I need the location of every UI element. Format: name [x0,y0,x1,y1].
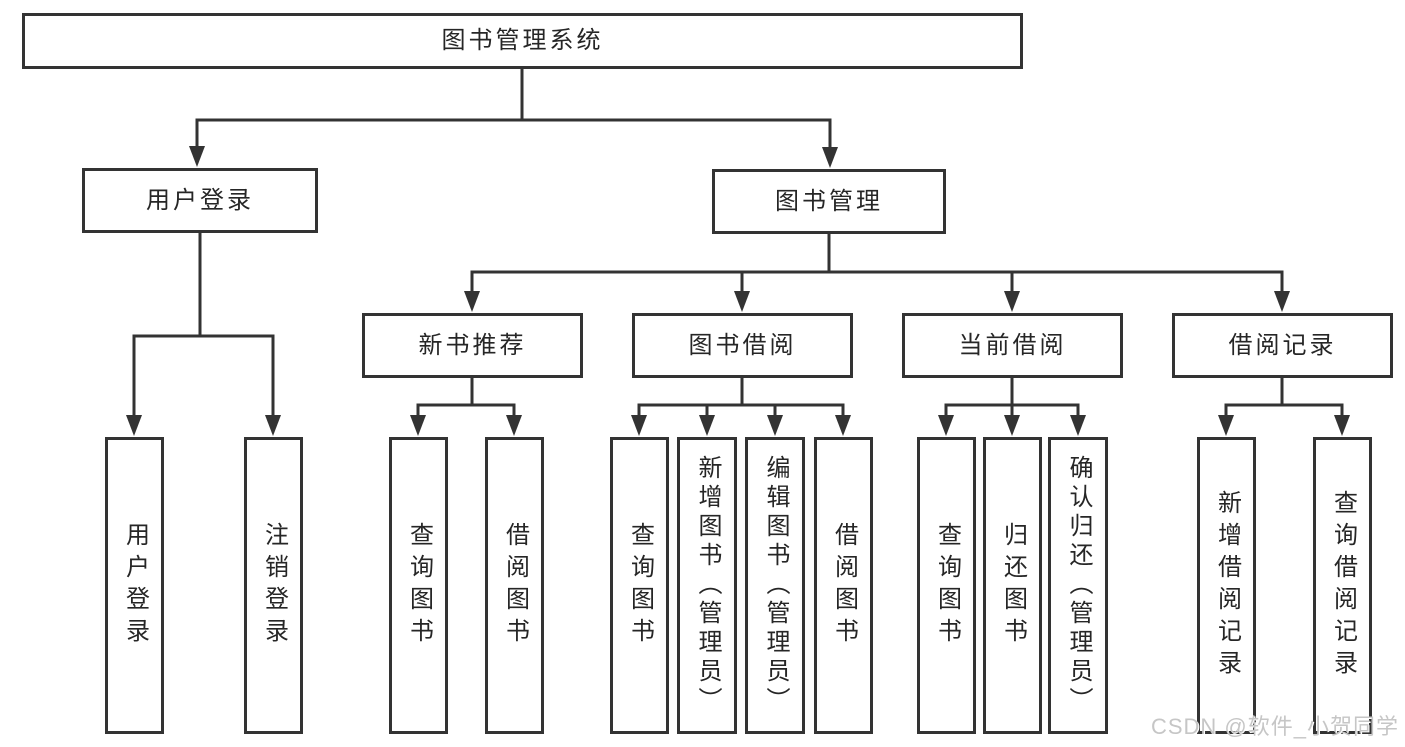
leaf-user-login: 用户登录 [105,437,164,734]
arrowhead [1334,415,1350,436]
leaf-borrow-book: 借阅图书 [485,437,544,734]
arrowhead [506,415,522,436]
arrowhead [265,415,281,436]
arrowhead [464,291,480,312]
leaf-add-borrow-record: 新增借阅记录 [1197,437,1256,734]
node-current-borrowing: 当前借阅 [902,313,1123,378]
arrowhead [734,291,750,312]
arrowhead [1004,415,1020,436]
node-user-login: 用户登录 [82,168,318,233]
node-borrowing-records: 借阅记录 [1172,313,1393,378]
arrowhead [822,147,838,168]
arrowhead [767,415,783,436]
arrowhead [126,415,142,436]
arrowhead [189,146,205,167]
watermark: CSDN @软件_小贺同学 [1150,714,1399,739]
arrowhead [1070,415,1086,436]
leaf-return-book: 归还图书 [983,437,1042,734]
leaf-query-borrow-record: 查询借阅记录 [1313,437,1372,734]
leaf-edit-book-admin: 编辑图书（管理员） [745,437,805,734]
node-book-management: 图书管理 [712,169,946,234]
leaf-borrow-book: 借阅图书 [814,437,873,734]
leaf-query-book: 查询图书 [917,437,976,734]
arrowhead [410,415,426,436]
arrowhead [1218,415,1234,436]
leaf-query-book: 查询图书 [389,437,448,734]
arrowhead [631,415,647,436]
arrowhead [1274,291,1290,312]
arrowhead [1004,291,1020,312]
leaf-add-book-admin: 新增图书（管理员） [677,437,737,734]
node-library-management-system: 图书管理系统 [22,13,1023,69]
leaf-logout-login: 注销登录 [244,437,303,734]
arrowhead [938,415,954,436]
arrowhead [835,415,851,436]
leaf-confirm-return-admin: 确认归还（管理员） [1048,437,1108,734]
leaf-query-book: 查询图书 [610,437,669,734]
node-book-borrowing: 图书借阅 [632,313,853,378]
node-new-book-recommend: 新书推荐 [362,313,583,378]
connector-path [132,69,1344,419]
arrowhead [699,415,715,436]
